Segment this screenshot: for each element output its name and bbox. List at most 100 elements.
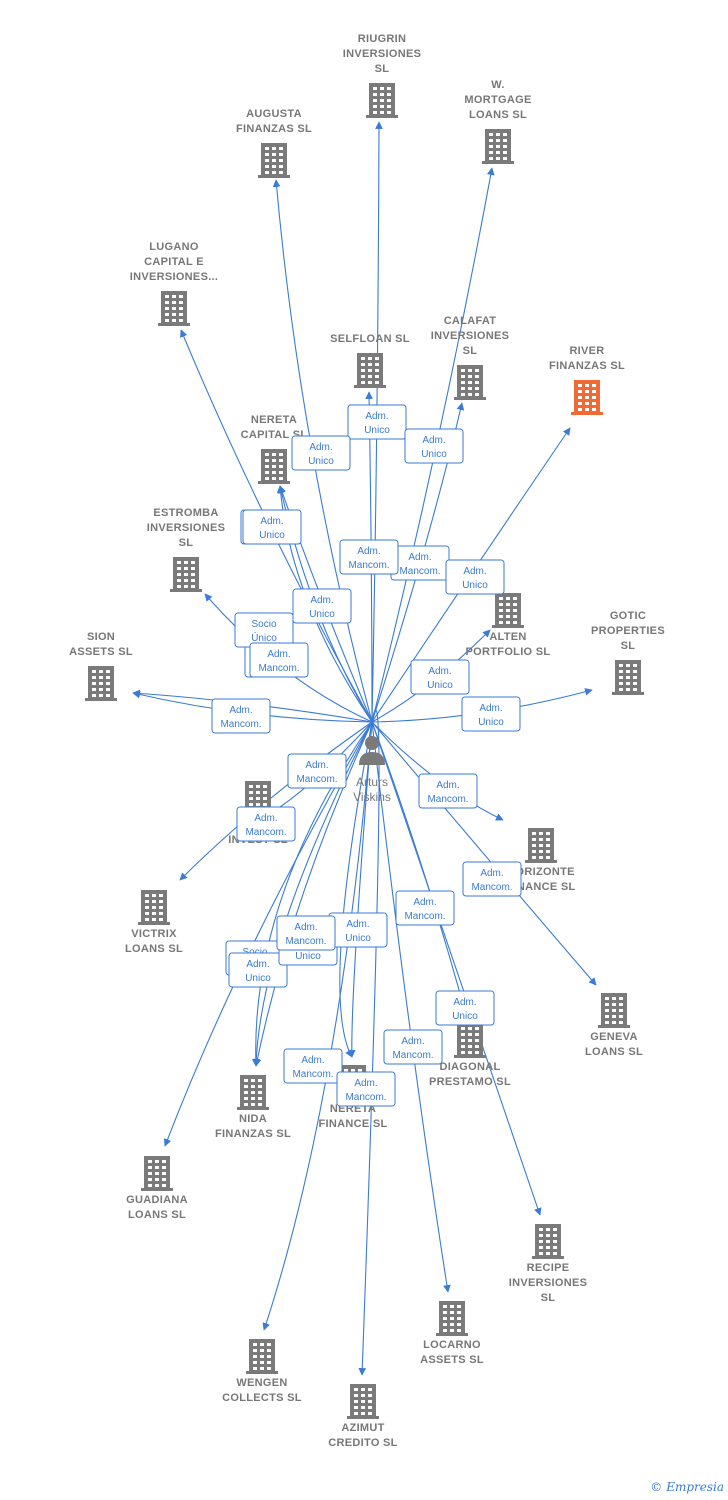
relation-label-victrix[interactable]: Adm.Mancom. — [287, 753, 347, 789]
relation-label-geneva[interactable]: Adm.Mancom. — [462, 861, 522, 897]
person-name: Arturs — [356, 775, 388, 789]
building-icon — [436, 1301, 468, 1336]
company-label: W. — [491, 79, 504, 91]
relation-text: Adm. — [354, 1078, 377, 1089]
relation-label-nereta_capital[interactable]: Adm.Unico — [242, 509, 302, 545]
relation-text: Adm. — [365, 411, 388, 422]
building-icon — [612, 660, 644, 695]
company-label: WENGEN — [236, 1377, 287, 1389]
company-label: GUADIANA — [126, 1194, 188, 1206]
relation-text: Unico — [452, 1011, 478, 1022]
building-icon — [141, 1156, 173, 1191]
relation-label-recipe[interactable]: Adm. Unico — [435, 990, 495, 1026]
company-label: CALAFAT — [444, 315, 497, 327]
relation-label-wengen[interactable]: Adm. Mancom. — [336, 1071, 396, 1107]
building-icon — [138, 890, 170, 925]
relation-label-nida[interactable]: Adm.Unico — [228, 952, 288, 988]
relation-text: Adm. — [408, 552, 431, 563]
relation-label-w_mortgage[interactable]: Adm. Mancom. — [390, 545, 450, 581]
relation-text: Unico — [295, 951, 321, 962]
relation-label-guadiana[interactable]: Adm.Mancom. — [276, 915, 336, 951]
relation-label-nereta_finance[interactable]: Adm.Unico — [328, 912, 388, 948]
relation-label-azimut[interactable]: Adm.Mancom. — [339, 539, 399, 575]
relation-text: Adm. — [463, 566, 486, 577]
relation-label-sion[interactable]: Adm.Mancom. — [249, 642, 309, 678]
relation-text: Mancom. — [258, 663, 299, 674]
company-selfloan[interactable]: SELFLOAN SL — [330, 333, 410, 388]
company-label: LOANS SL — [469, 109, 527, 121]
relation-label-nereta_capital[interactable]: Adm.Unico — [292, 588, 352, 624]
company-label: DIAGONAL — [439, 1061, 500, 1073]
company-label: PROPERTIES — [591, 625, 665, 637]
relation-text: Unico — [345, 933, 371, 944]
relation-text: Mancom. — [399, 566, 440, 577]
company-label: INVERSIONES — [147, 522, 226, 534]
relation-label-diagonal[interactable]: Adm.Mancom. — [395, 890, 455, 926]
relation-label-gotic[interactable]: Adm.Unico — [461, 696, 521, 732]
relation-text: Adm. — [436, 780, 459, 791]
relation-text: Adm. — [357, 546, 380, 557]
company-label: SELFLOAN SL — [330, 333, 410, 345]
company-label: CREDITO SL — [328, 1437, 397, 1449]
company-label: LOANS SL — [125, 943, 183, 955]
relation-label-m_invest[interactable]: Adm.Mancom. — [236, 806, 296, 842]
edge-geneva — [371, 721, 597, 986]
company-label: NIDA — [239, 1113, 267, 1125]
edge-victrix — [179, 721, 373, 881]
relation-label-nereta_finance[interactable]: Adm.Mancom. — [283, 1048, 343, 1084]
relation-label-calafat[interactable]: Adm.Unico — [404, 428, 464, 464]
relation-text: Adm. — [246, 959, 269, 970]
company-label: INVERSIONES — [509, 1277, 588, 1289]
footer-brand[interactable]: ©Empresia — [650, 1480, 724, 1494]
company-label: RECIPE — [527, 1262, 570, 1274]
relation-text: Adm. — [453, 997, 476, 1008]
relation-label-nereta_capital[interactable]: Adm.Unico — [291, 435, 351, 471]
relation-label-horizonte[interactable]: Adm.Mancom. — [418, 773, 478, 809]
building-icon — [170, 557, 202, 592]
edge-locarno — [371, 721, 451, 1293]
relation-text: Adm. — [254, 813, 277, 824]
relation-text: Adm. — [229, 705, 252, 716]
relation-label-selfloan[interactable]: Adm.Unico — [347, 404, 407, 440]
edge-azimut — [358, 709, 380, 1376]
relation-text: Mancom. — [345, 1092, 386, 1103]
company-label: SL — [179, 537, 194, 549]
relation-text: Adm. — [480, 868, 503, 879]
relation-label-alten[interactable]: Adm.Unico — [410, 659, 470, 695]
relation-label-sion[interactable]: Adm.Mancom. — [211, 698, 271, 734]
relation-label-locarno[interactable]: Adm.Mancom. — [383, 1029, 443, 1065]
relation-label-river[interactable]: Adm.Unico — [445, 559, 505, 595]
relation-labels-layer: Adm.UnicoAdm.Mancom.Adm.Mancom.Adm.Manco… — [211, 404, 522, 1107]
relation-text: Adm. — [428, 666, 451, 677]
relation-text: Unico — [308, 456, 334, 467]
company-label: RIVER — [569, 345, 604, 357]
relation-text: Unico — [309, 609, 335, 620]
company-label: SION — [87, 631, 115, 643]
relation-text: Adm. — [260, 516, 283, 527]
building-icon — [354, 353, 386, 388]
